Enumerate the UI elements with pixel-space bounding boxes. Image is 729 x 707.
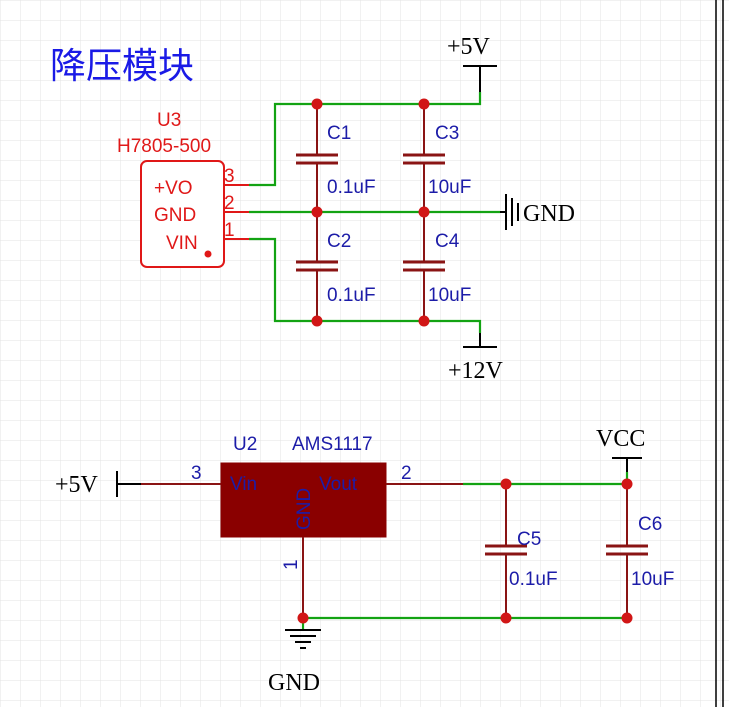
capacitor-c5[interactable]: C5 0.1uF	[485, 484, 558, 618]
c2-ref: C2	[327, 231, 351, 252]
u3-pin2-number: 2	[224, 193, 235, 214]
power-port-plus12v[interactable]: +12V	[448, 333, 504, 384]
u3-pin1-marker	[204, 250, 212, 258]
c5-ref: C5	[517, 529, 541, 550]
u3-pin-vo-label: +VO	[154, 178, 193, 199]
u3-regulator[interactable]: U3 H7805-500 +VO GND VIN 3 2 1	[117, 110, 249, 268]
gnd-bottom-label: GND	[268, 670, 320, 696]
u2-pin-vin-label: Vin	[230, 474, 257, 495]
top-junctions	[311, 98, 430, 327]
c4-ref: C4	[435, 231, 460, 252]
capacitor-c6[interactable]: C6 10uF	[606, 484, 674, 618]
u3-pin-gnd-label: GND	[154, 205, 196, 226]
u2-regulator[interactable]: U2 AMS1117 Vin Vout GND 3 2 1	[141, 434, 463, 618]
u2-ref: U2	[233, 434, 257, 455]
u2-part: AMS1117	[292, 434, 373, 455]
c3-value: 10uF	[428, 177, 471, 198]
c6-value: 10uF	[631, 569, 674, 590]
u2-pin2-number: 2	[401, 463, 412, 484]
u2-pin3-number: 3	[191, 463, 202, 484]
u3-ref: U3	[157, 110, 181, 131]
u3-pin-vin-label: VIN	[166, 233, 198, 254]
c3-ref: C3	[435, 123, 459, 144]
power-port-plus5v-left[interactable]: +5V	[55, 471, 141, 498]
capacitor-c1[interactable]: C1 0.1uF	[296, 104, 376, 212]
c4-value: 10uF	[428, 285, 471, 306]
bottom-junctions	[297, 478, 633, 624]
c1-ref: C1	[327, 123, 351, 144]
plus5v-top-label: +5V	[447, 34, 491, 60]
u3-pin3-number: 3	[224, 166, 235, 187]
top-wires	[249, 92, 500, 333]
c5-value: 0.1uF	[509, 569, 558, 590]
vcc-label: VCC	[596, 426, 645, 452]
u2-pin1-number: 1	[281, 559, 302, 570]
power-port-vcc[interactable]: VCC	[596, 426, 645, 472]
u2-pin-vout-label: Vout	[319, 474, 358, 495]
capacitor-c3[interactable]: C3 10uF	[403, 104, 471, 212]
gnd-top-label: GND	[523, 201, 575, 227]
power-port-gnd-top[interactable]: GND	[500, 194, 575, 230]
power-port-gnd-bottom[interactable]: GND	[268, 629, 321, 696]
u2-pin-gnd-label: GND	[294, 488, 315, 530]
capacitor-c4[interactable]: C4 10uF	[403, 212, 471, 321]
u3-body	[140, 160, 225, 268]
u3-pin1-number: 1	[224, 220, 235, 241]
plus12v-label: +12V	[448, 358, 504, 384]
c2-value: 0.1uF	[327, 285, 376, 306]
u3-part: H7805-500	[117, 136, 211, 157]
c6-ref: C6	[638, 514, 662, 535]
capacitor-c2[interactable]: C2 0.1uF	[296, 212, 376, 321]
power-port-plus5v-top[interactable]: +5V	[447, 34, 497, 92]
module-title: 降压模块	[50, 46, 194, 87]
plus5v-left-label: +5V	[55, 472, 99, 498]
u2-body	[220, 462, 387, 538]
c1-value: 0.1uF	[327, 177, 376, 198]
